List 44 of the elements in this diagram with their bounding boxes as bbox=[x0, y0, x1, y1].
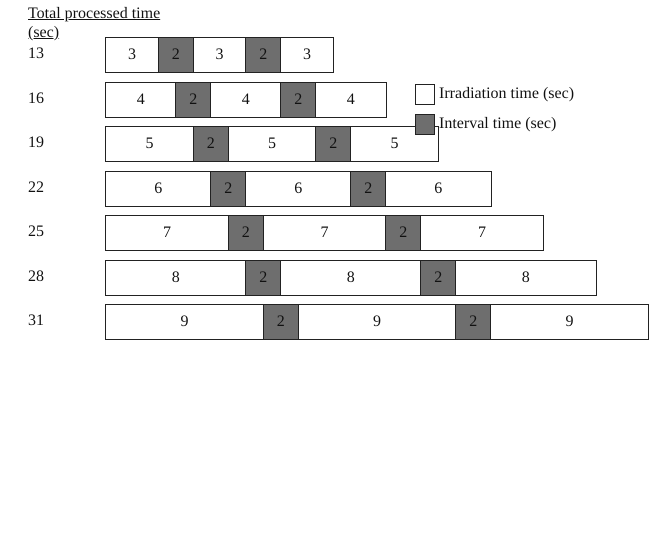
total-time-label: 28 bbox=[28, 268, 44, 286]
interval-segment: 2 bbox=[315, 126, 352, 162]
interval-segment: 2 bbox=[455, 304, 492, 340]
irradiation-segment: 3 bbox=[105, 37, 159, 73]
legend-label: Interval time (sec) bbox=[439, 115, 556, 133]
total-time-label: 16 bbox=[28, 90, 44, 108]
irradiation-segment: 9 bbox=[105, 304, 264, 340]
irradiation-segment: 5 bbox=[105, 126, 194, 162]
irradiation-segment: 7 bbox=[420, 215, 544, 251]
total-time-label: 19 bbox=[28, 134, 44, 152]
irradiation-segment: 9 bbox=[298, 304, 456, 340]
interval-segment: 2 bbox=[158, 37, 194, 73]
irradiation-segment: 6 bbox=[245, 170, 352, 206]
interval-segment: 2 bbox=[280, 82, 316, 118]
total-time-label: 31 bbox=[28, 312, 44, 330]
interval-segment: 2 bbox=[175, 82, 212, 118]
total-time-label: 22 bbox=[28, 178, 44, 196]
irradiation-segment: 5 bbox=[350, 126, 439, 162]
irradiation-segment: 4 bbox=[105, 82, 176, 118]
interval-segment: 2 bbox=[350, 170, 386, 206]
interval-segment: 2 bbox=[385, 215, 422, 251]
legend-label: Irradiation time (sec) bbox=[439, 85, 574, 103]
irradiation-segment: 6 bbox=[105, 170, 212, 206]
irradiation-segment: 7 bbox=[262, 215, 386, 251]
total-time-label: 13 bbox=[28, 45, 44, 63]
irradiation-segment: 9 bbox=[490, 304, 649, 340]
total-time-label: 25 bbox=[28, 223, 44, 241]
interval-segment: 2 bbox=[245, 260, 282, 296]
interval-segment: 2 bbox=[192, 126, 229, 162]
irradiation-segment: 3 bbox=[192, 37, 246, 73]
irradiation-segment: 4 bbox=[210, 82, 282, 118]
interval-segment: 2 bbox=[210, 170, 246, 206]
interval-segment: 2 bbox=[420, 260, 456, 296]
irradiation-segment: 7 bbox=[105, 215, 229, 251]
irradiation-segment: 8 bbox=[455, 260, 596, 296]
irradiation-segment: 5 bbox=[228, 126, 316, 162]
irradiation-segment: 6 bbox=[385, 170, 492, 206]
interval-segment: 2 bbox=[228, 215, 264, 251]
irradiation-segment: 4 bbox=[315, 82, 386, 118]
interval-segment: 2 bbox=[262, 304, 299, 340]
irradiation-segment: 8 bbox=[280, 260, 422, 296]
interval-segment: 2 bbox=[245, 37, 282, 73]
irradiation-segment: 3 bbox=[280, 37, 334, 73]
irradiation-segment: 8 bbox=[105, 260, 246, 296]
